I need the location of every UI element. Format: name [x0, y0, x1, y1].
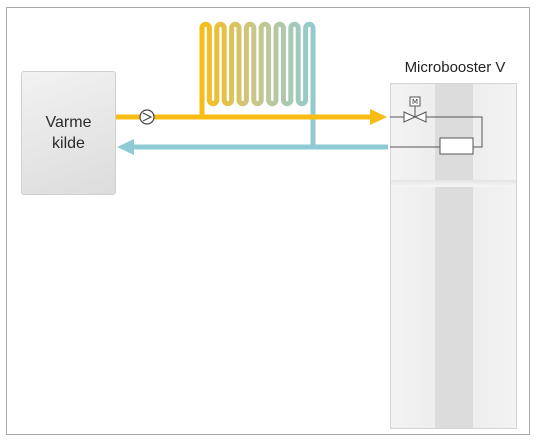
heat-source-label: Varme kilde: [45, 114, 92, 152]
motorized-valve-icon: [403, 96, 427, 123]
heat-source-unit: Varme kilde: [21, 71, 116, 195]
booster-internal-schematic: M: [390, 96, 483, 155]
return-arrowhead: [117, 139, 134, 155]
supply-arrowhead: [370, 109, 387, 125]
valve-motor-label: M: [412, 98, 418, 106]
circulation-pump-icon: [139, 109, 155, 125]
microbooster-panel-seam: [391, 180, 516, 187]
heating-coil-icon: [199, 21, 316, 147]
heat-exchanger-icon: [439, 137, 474, 155]
microbooster-title: Microbooster V: [404, 59, 506, 76]
